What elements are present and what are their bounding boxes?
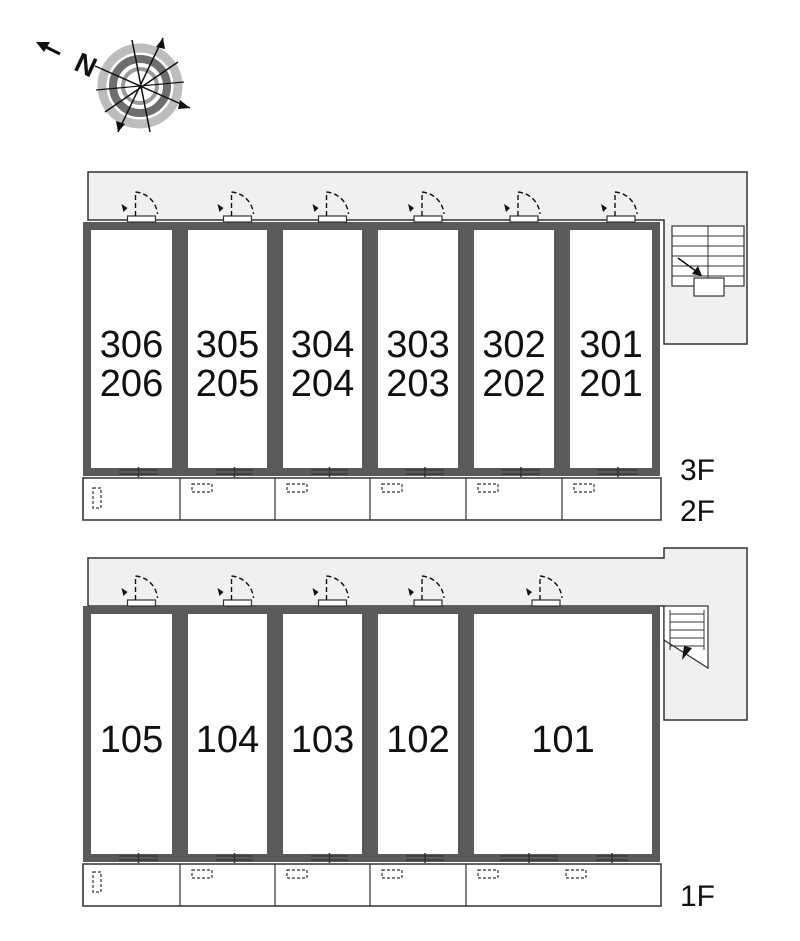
- door-icon: [601, 191, 638, 223]
- door-icon: [312, 575, 350, 607]
- floor-label-2f: 2F: [680, 495, 715, 528]
- ac-unit-icon: [565, 869, 587, 879]
- ac-unit-icon: [286, 483, 308, 493]
- lower-stairs: [663, 605, 709, 670]
- room-number: 203: [386, 363, 449, 405]
- ac-unit-icon: [381, 869, 403, 879]
- ac-unit-icon: [477, 869, 499, 879]
- room-number: 306: [100, 324, 163, 366]
- room-104: 104: [179, 575, 275, 906]
- room-102: 102: [369, 575, 466, 906]
- room-number: 303: [386, 324, 449, 366]
- window-icon: [406, 853, 444, 863]
- door-icon: [121, 575, 159, 607]
- room-number: 102: [386, 719, 449, 761]
- room-number: 305: [196, 324, 259, 366]
- room-number: 103: [291, 719, 354, 761]
- floor-label-1f: 1F: [680, 880, 715, 913]
- door-icon: [526, 575, 563, 607]
- ac-unit-icon: [573, 483, 595, 493]
- north-arrow-icon: [36, 42, 61, 56]
- upper-corridor: [87, 171, 748, 345]
- room-number: 302: [482, 324, 545, 366]
- door-icon: [217, 575, 255, 607]
- floor-label-3f: 3F: [680, 454, 715, 487]
- upper-balcony: [82, 477, 662, 521]
- door-icon: [408, 191, 445, 223]
- door-icon: [408, 575, 445, 607]
- window-icon: [598, 467, 638, 477]
- room-number: 206: [100, 363, 163, 405]
- ac-unit-icon: [381, 483, 403, 493]
- room-number: 204: [291, 363, 354, 405]
- room-103: 103: [274, 575, 370, 906]
- room-number: 105: [100, 719, 163, 761]
- window-icon: [216, 853, 253, 863]
- ac-unit-icon: [477, 483, 499, 493]
- ac-unit-icon: [92, 487, 102, 509]
- room-number: 301: [579, 324, 642, 366]
- door-icon: [121, 191, 159, 223]
- stair-arrow-icon: [692, 266, 702, 276]
- lower-block: 105 104 103 102 101: [82, 547, 748, 907]
- room-number: 101: [531, 719, 594, 761]
- window-icon: [500, 853, 558, 863]
- window-icon: [119, 853, 158, 863]
- stair-arrow-icon: [682, 646, 692, 660]
- lower-balcony: [82, 863, 662, 907]
- room-number: 304: [291, 324, 354, 366]
- window-icon: [502, 467, 540, 477]
- ac-unit-icon: [286, 869, 308, 879]
- room-number: 202: [482, 363, 545, 405]
- compass: N: [36, 37, 191, 133]
- room-101: 101: [465, 575, 660, 906]
- window-icon: [311, 467, 348, 477]
- window-icon: [119, 467, 158, 477]
- door-icon: [312, 191, 350, 223]
- door-icon: [504, 191, 541, 223]
- ac-unit-icon: [191, 483, 213, 493]
- north-label: N: [70, 47, 101, 84]
- ac-unit-icon: [92, 871, 102, 893]
- room-105: 105: [82, 575, 180, 906]
- room-number: 104: [196, 719, 259, 761]
- door-icon: [217, 191, 255, 223]
- window-icon: [406, 467, 444, 477]
- room-number: 201: [579, 363, 642, 405]
- ac-unit-icon: [191, 869, 213, 879]
- compass-rose-icon: [94, 37, 191, 133]
- window-icon: [311, 853, 348, 863]
- upper-stairs: [671, 225, 745, 297]
- room-number: 205: [196, 363, 259, 405]
- window-icon: [216, 467, 253, 477]
- window-icon: [596, 853, 628, 863]
